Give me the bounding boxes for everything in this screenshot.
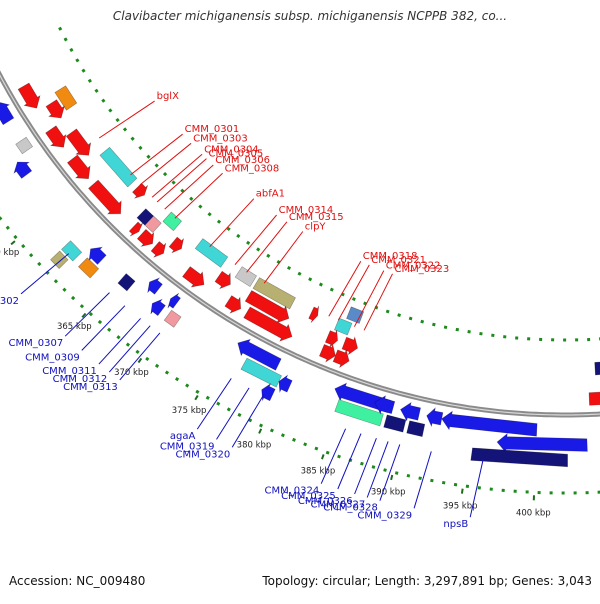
gene-feature-54 — [427, 408, 443, 426]
gene-feature-10 — [14, 162, 32, 178]
map-title: Clavibacter michiganensis subsp. michiga… — [40, 9, 580, 23]
gene-feature-7 — [67, 155, 90, 179]
gene-feature-29 — [195, 239, 228, 268]
gene-feature-52 — [401, 403, 421, 421]
genome-backbone-highlight — [0, 61, 600, 415]
upper-gene-label-14: CMM_0323 — [395, 264, 450, 275]
gene-feature-44 — [325, 330, 337, 347]
upper-label-leader-0 — [99, 101, 154, 138]
gene-feature-26 — [151, 299, 166, 315]
gene-feature-33 — [225, 296, 241, 314]
gene-feature-1 — [0, 102, 14, 125]
gene-feature-30 — [183, 267, 205, 287]
lower-label-leader-14 — [414, 451, 431, 508]
lower-label-leader-6 — [197, 378, 231, 429]
lower-gene-label-2: CMM_0309 — [25, 352, 80, 363]
lower-label-leader-0 — [21, 254, 69, 294]
gene-feature-25 — [148, 278, 163, 294]
genome-backbone — [0, 61, 600, 415]
lower-gene-label-8: CMM_0320 — [176, 449, 231, 460]
upper-label-leader-13 — [354, 271, 383, 327]
lower-gene-label-5: CMM_0313 — [63, 382, 118, 393]
scale-tick-label-5: 385 kbp — [301, 466, 336, 476]
gene-feature-28 — [164, 310, 181, 327]
gene-feature-12 — [133, 183, 148, 198]
scale-tick-label-4: 380 kbp — [237, 440, 272, 450]
upper-label-leader-5 — [165, 165, 214, 209]
gene-feature-58 — [589, 389, 600, 408]
gene-feature-37 — [309, 306, 319, 323]
topology-summary: Topology: circular; Length: 3,297,891 bp… — [262, 574, 592, 588]
lower-gene-label-0: CMM_0302 — [0, 296, 19, 307]
gene-feature-40 — [262, 384, 276, 401]
gene-feature-14 — [129, 222, 143, 236]
upper-gene-label-0: bglX — [157, 91, 179, 102]
upper-label-leader-1 — [131, 134, 183, 175]
lower-label-leader-4 — [109, 326, 150, 372]
outer-dotted-ring — [60, 27, 600, 340]
gene-feature-47 — [333, 350, 349, 368]
gene-feature-56 — [497, 434, 587, 453]
scale-tick-3 — [195, 395, 198, 399]
gene-feature-8 — [100, 147, 137, 187]
gene-feature-24 — [118, 274, 135, 291]
upper-gene-label-10: clpY — [305, 222, 327, 233]
gene-feature-32 — [235, 267, 257, 287]
gene-feature-0 — [18, 83, 40, 108]
scale-tick-label-6: 390 kbp — [371, 488, 406, 498]
scale-tick-6 — [391, 475, 392, 480]
scale-tick-label-8: 400 kbp — [516, 508, 551, 518]
accession-label: Accession: NC_009480 — [9, 574, 145, 588]
gene-feature-11 — [16, 137, 33, 154]
gene-feature-46 — [342, 337, 358, 354]
scale-tick-4 — [259, 429, 261, 434]
lower-gene-label-1: CMM_0307 — [9, 338, 64, 349]
upper-label-leader-14 — [364, 274, 392, 331]
lower-gene-label-15: npsB — [443, 519, 468, 530]
scale-tick-5 — [322, 454, 324, 459]
gene-feature-43 — [347, 307, 364, 324]
lower-gene-label-14: CMM_0329 — [357, 510, 412, 521]
lower-label-leader-7 — [217, 388, 250, 440]
gene-feature-45 — [319, 344, 335, 362]
upper-gene-label-2: CMM_0303 — [193, 133, 248, 144]
gene-feature-5 — [46, 126, 66, 147]
scale-tick-2 — [138, 358, 141, 362]
gene-feature-51 — [384, 415, 406, 432]
gene-feature-16 — [137, 229, 154, 246]
gene-feature-27 — [168, 293, 181, 308]
upper-label-leader-10 — [264, 232, 303, 284]
upper-label-leader-3 — [152, 154, 202, 197]
scale-tick-label-0: 360 kbp — [0, 248, 19, 258]
upper-gene-label-7: abfA1 — [256, 189, 285, 200]
gene-feature-31 — [215, 271, 230, 288]
lower-label-leader-10 — [338, 434, 361, 489]
upper-gene-label-6: CMM_0308 — [225, 163, 280, 174]
lower-label-leader-3 — [99, 318, 141, 364]
gene-feature-53 — [407, 421, 425, 437]
scale-tick-label-3: 375 kbp — [172, 406, 207, 416]
upper-label-leader-9 — [247, 222, 287, 272]
scale-tick-0 — [11, 241, 15, 244]
upper-label-leader-7 — [210, 199, 254, 247]
scale-tick-label-2: 370 kbp — [114, 368, 149, 378]
gene-feature-18 — [151, 242, 166, 258]
gene-feature-19 — [169, 237, 184, 253]
upper-label-leader-8 — [235, 215, 277, 265]
gene-feature-60 — [595, 359, 600, 375]
scale-tick-7 — [462, 489, 463, 494]
gene-feature-6 — [66, 129, 90, 155]
